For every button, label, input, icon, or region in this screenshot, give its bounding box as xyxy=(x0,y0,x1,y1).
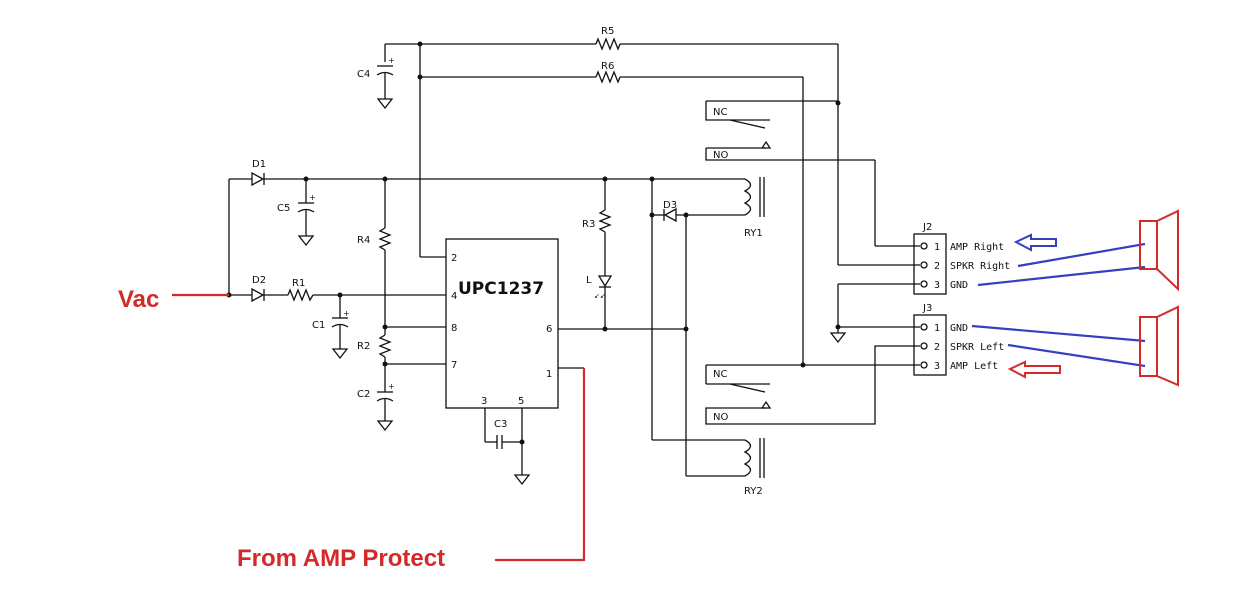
c1-label: C1 xyxy=(312,320,325,331)
speaker-left-icon xyxy=(1139,305,1179,387)
capacitor-c1: + C1 xyxy=(312,295,350,360)
ic-pin-5: 5 xyxy=(518,396,524,407)
c3-label: C3 xyxy=(494,419,507,430)
capacitor-c3: C3 xyxy=(484,408,531,486)
ground-gnd xyxy=(829,332,847,344)
j2-label: J2 xyxy=(922,222,932,233)
ic-pin-4: 4 xyxy=(451,291,457,302)
ry2-nc-label: NC xyxy=(713,369,727,380)
ground-c3 xyxy=(513,474,531,486)
vac-label: Vac xyxy=(118,286,159,313)
led: L ↙↙ xyxy=(586,275,613,329)
speaker-right-icon xyxy=(1139,209,1179,292)
junction-dots xyxy=(226,41,841,445)
r1-label: R1 xyxy=(292,278,305,289)
ry1-label: RY1 xyxy=(744,228,763,239)
svg-text:↙↙: ↙↙ xyxy=(594,292,606,300)
relay-ry1-coil: RY1 xyxy=(743,177,765,239)
resistor-r4: R4 xyxy=(357,179,392,335)
ground-c1 xyxy=(331,348,349,360)
d1-label: D1 xyxy=(252,159,266,170)
ic-pin-7: 7 xyxy=(451,360,457,371)
resistor-r5: R5 xyxy=(595,26,621,51)
resistor-r1: R1 xyxy=(287,278,314,302)
ic-label: UPC1237 xyxy=(458,279,544,299)
j2-pin-1-num: 1 xyxy=(934,242,940,253)
connector-j3: J3 1 2 3 GND SPKR Left AMP Left xyxy=(913,303,1004,376)
ic-pin-8: 8 xyxy=(451,323,457,334)
j3-label: J3 xyxy=(922,303,932,314)
relay-ry1-contacts: NC NO xyxy=(705,100,876,246)
c4-label: C4 xyxy=(357,69,370,80)
ground-c5 xyxy=(297,235,315,247)
capacitor-c2: + C2 xyxy=(357,382,395,432)
ground-c2 xyxy=(376,420,394,432)
r2-label: R2 xyxy=(357,341,370,352)
d2-label: D2 xyxy=(252,275,266,286)
diode-d1: D1 xyxy=(251,159,266,187)
ic-pin-2: 2 xyxy=(451,253,457,264)
ic-pin-6: 6 xyxy=(546,324,552,335)
diode-d2: D2 xyxy=(251,275,266,303)
feedback-wires xyxy=(384,43,839,365)
relay-ry2-contacts: NC NO xyxy=(705,345,920,425)
supply-rail xyxy=(228,178,745,295)
relay-coil-wiring xyxy=(651,179,745,477)
svg-text:+: + xyxy=(309,193,316,202)
c2-label: C2 xyxy=(357,389,370,400)
speaker-wires xyxy=(971,242,1146,368)
j2-spkr-right-label: SPKR Right xyxy=(950,261,1010,272)
ry2-no-label: NO xyxy=(713,412,728,423)
diode-d3: D3 xyxy=(663,200,677,223)
j2-gnd-label: GND xyxy=(950,280,968,291)
svg-text:+: + xyxy=(343,309,350,318)
ic-pin-1: 1 xyxy=(546,369,552,380)
amp-right-arrow-icon xyxy=(1013,233,1057,252)
capacitor-c5: + C5 xyxy=(277,179,316,247)
r3-label: R3 xyxy=(582,219,595,230)
r5-label: R5 xyxy=(601,26,614,37)
j3-amp-left-label: AMP Left xyxy=(950,361,998,372)
ground-c4 xyxy=(376,98,394,110)
svg-text:+: + xyxy=(388,382,395,391)
relay-ry2-coil: RY2 xyxy=(743,438,765,497)
svg-text:+: + xyxy=(388,56,395,65)
j3-pin-1-num: 1 xyxy=(934,323,940,334)
led-label: L xyxy=(586,275,592,286)
ry2-label: RY2 xyxy=(744,486,763,497)
j3-gnd-label: GND xyxy=(950,323,968,334)
capacitor-c4: + C4 xyxy=(357,56,395,110)
amp-protect-label: From AMP Protect xyxy=(237,545,445,572)
r6-label: R6 xyxy=(601,61,614,72)
resistor-r6: R6 xyxy=(595,61,621,84)
amp-left-arrow-icon xyxy=(1007,360,1061,379)
ry1-no-label: NO xyxy=(713,150,728,161)
j3-pin-3-num: 3 xyxy=(934,361,940,372)
j3-spkr-left-label: SPKR Left xyxy=(950,342,1004,353)
j2-amp-right-label: AMP Right xyxy=(950,242,1004,253)
ry1-nc-label: NC xyxy=(713,107,727,118)
resistor-r3: R3 xyxy=(582,179,612,276)
connector-j2: J2 1 2 3 AMP Right SPKR Right GND xyxy=(913,222,1010,295)
j3-pin-2-num: 2 xyxy=(934,342,940,353)
c5-label: C5 xyxy=(277,203,290,214)
r4-label: R4 xyxy=(357,235,370,246)
ic-upc1237: UPC1237 2 4 8 7 6 1 3 5 xyxy=(445,238,559,409)
ic-pin-3: 3 xyxy=(481,396,487,407)
d3-label: D3 xyxy=(663,200,677,211)
j2-pin-2-num: 2 xyxy=(934,261,940,272)
j2-pin-3-num: 3 xyxy=(934,280,940,291)
